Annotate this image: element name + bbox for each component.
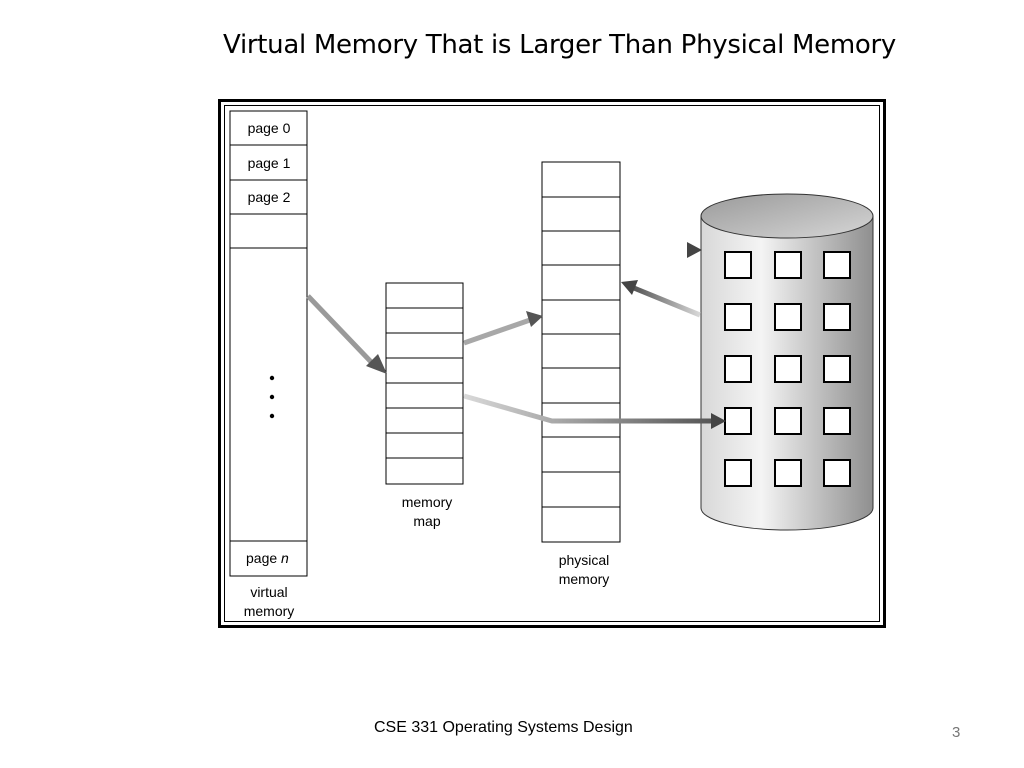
virtual-memory-outline bbox=[229, 110, 308, 577]
arrow-map-to-disk bbox=[463, 393, 726, 429]
memory-map-label-line1: memory bbox=[402, 494, 453, 510]
arrow-disk-to-physical bbox=[621, 280, 701, 318]
page-0-label: page 0 bbox=[248, 120, 291, 136]
virtual-memory-column: page 0 page 1 page 2 page n virtual memo… bbox=[229, 110, 308, 619]
memory-map-column: memory map bbox=[385, 282, 464, 529]
memory-map-label-line2: map bbox=[413, 513, 440, 529]
arrow-virtual-to-map bbox=[306, 294, 387, 374]
virtual-memory-label-line2: memory bbox=[244, 603, 295, 619]
physical-memory-outline bbox=[541, 161, 621, 543]
physical-memory-label-line2: memory bbox=[559, 571, 610, 587]
page-2-label: page 2 bbox=[248, 189, 291, 205]
ellipsis-dot bbox=[269, 413, 275, 419]
page-1-label: page 1 bbox=[248, 155, 291, 171]
disk-block-grid bbox=[724, 251, 851, 487]
physical-memory-label-line1: physical bbox=[559, 552, 610, 568]
slide-page-number: 3 bbox=[952, 724, 961, 741]
arrow-map-to-physical bbox=[463, 311, 543, 346]
arrow-physical-to-disk bbox=[621, 242, 702, 258]
ellipsis-dot bbox=[269, 394, 275, 400]
figure-inner-border bbox=[224, 105, 880, 622]
ellipsis-dot bbox=[269, 375, 275, 381]
physical-memory-column: physical memory bbox=[541, 161, 621, 587]
slide-title: Virtual Memory That is Larger Than Physi… bbox=[223, 30, 896, 60]
disk-cylinder-icon bbox=[700, 193, 874, 531]
slide-footer: CSE 331 Operating Systems Design bbox=[374, 719, 633, 736]
page-n-label: page n bbox=[246, 550, 289, 566]
virtual-memory-label-line1: virtual bbox=[250, 584, 287, 600]
